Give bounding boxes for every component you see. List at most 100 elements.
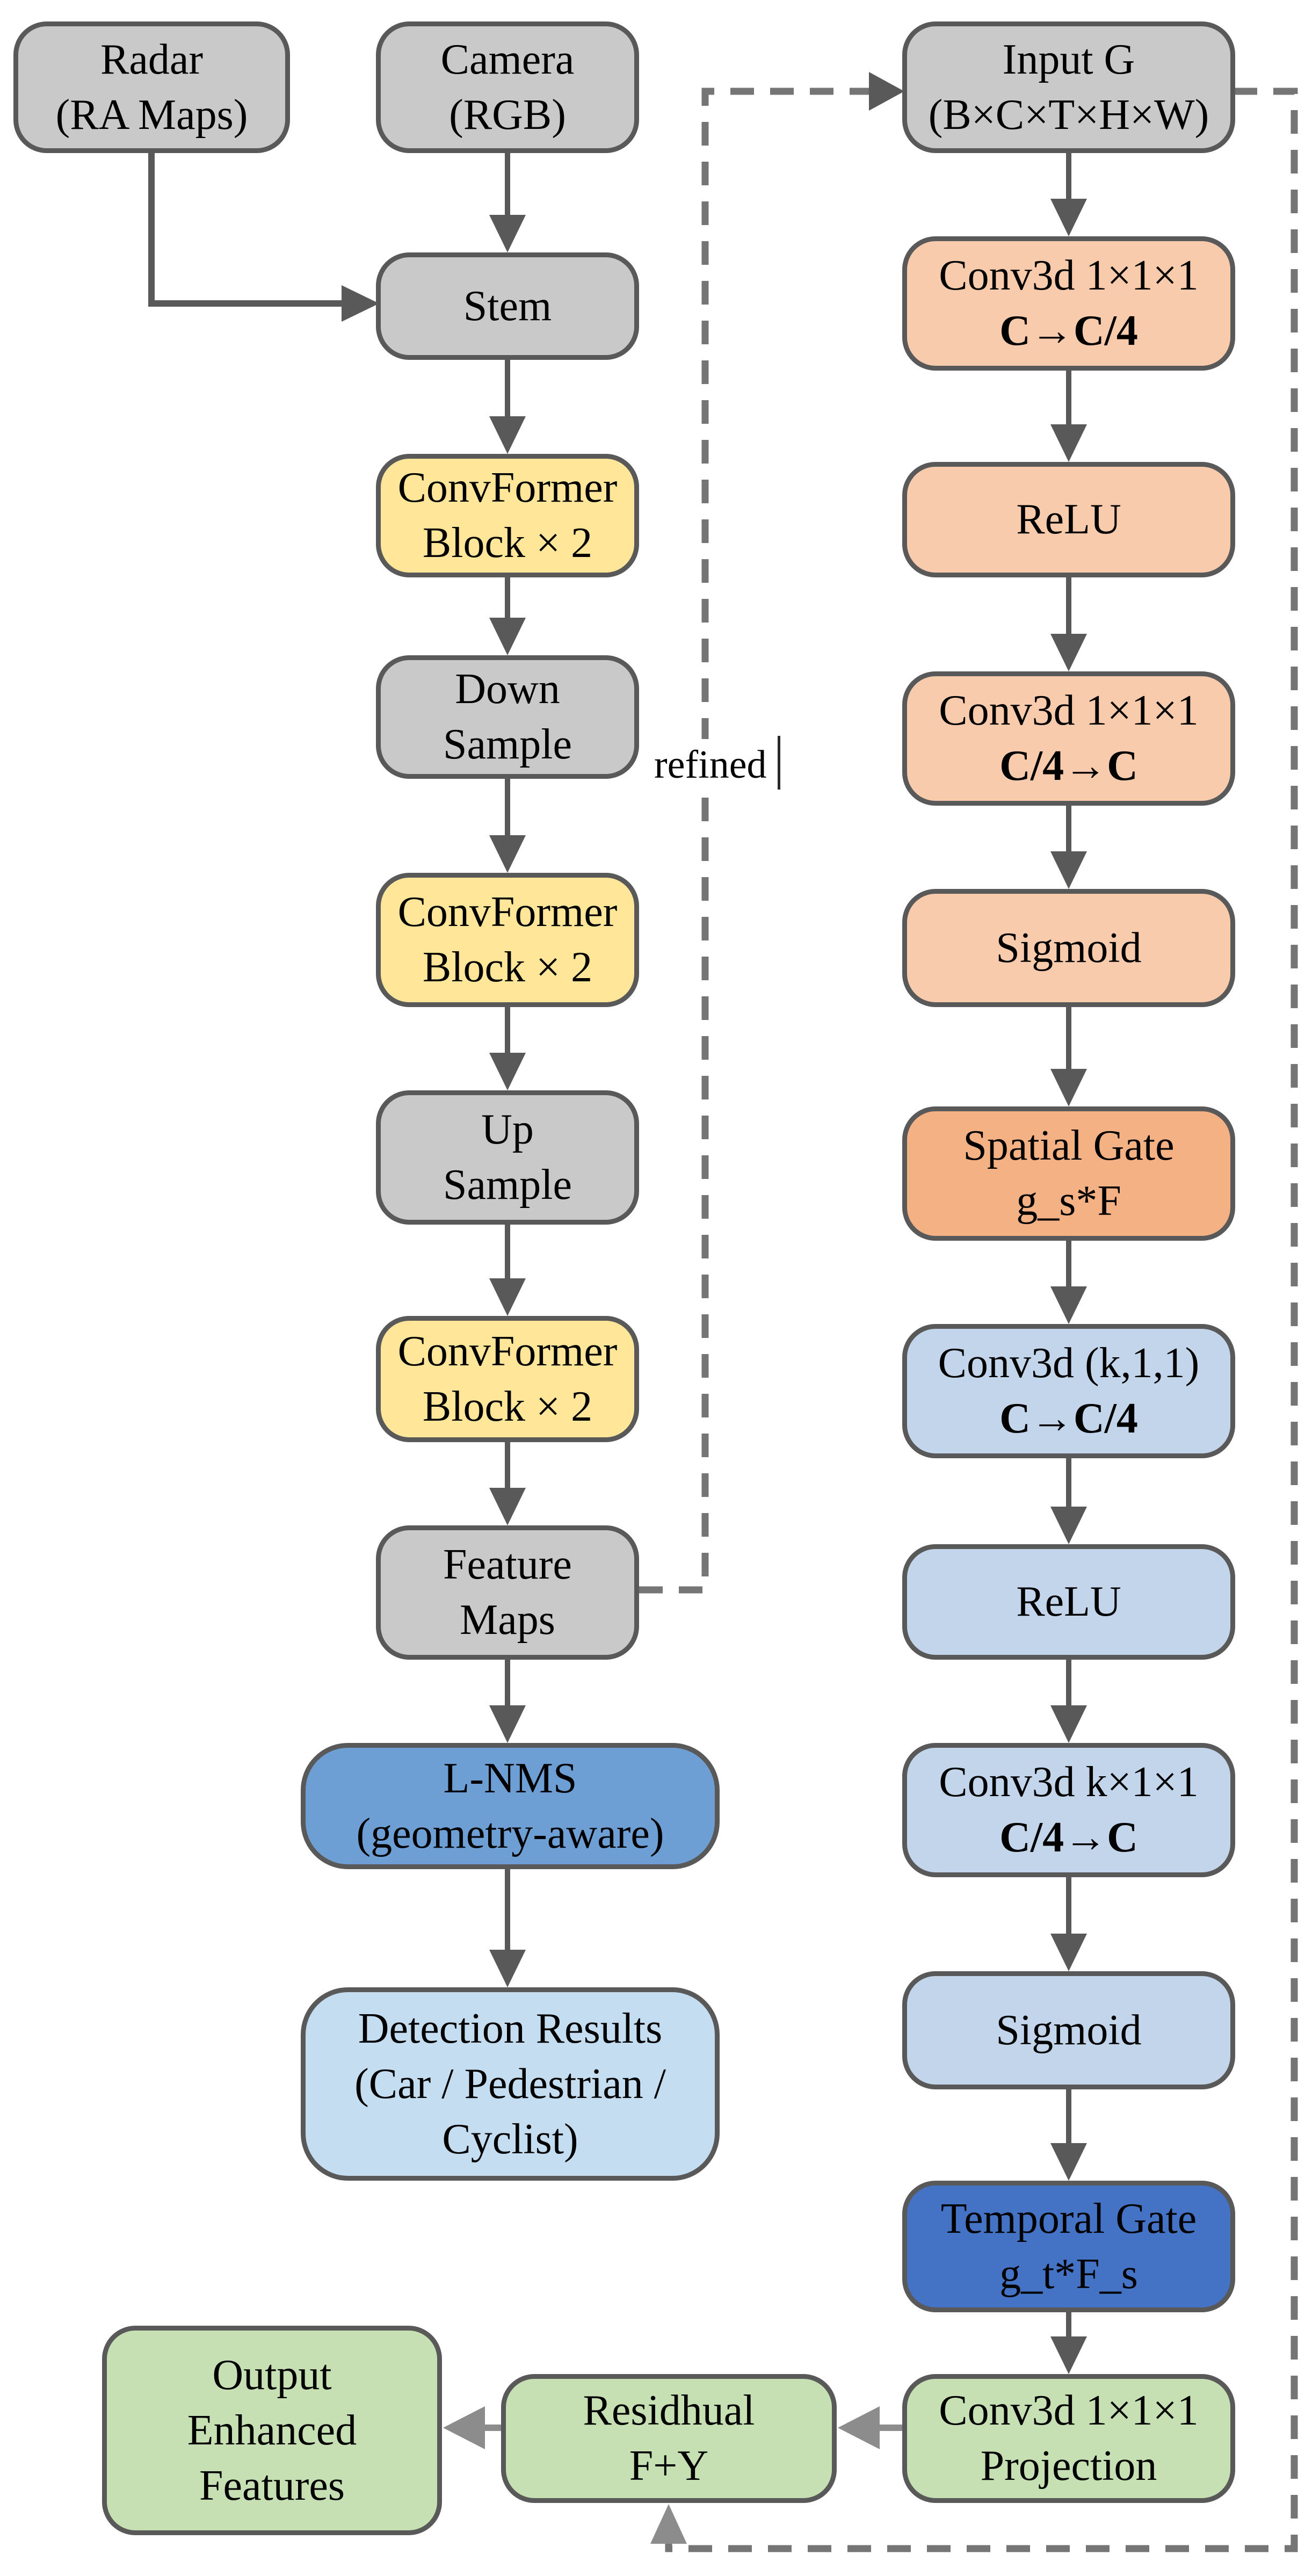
arrow-convexpand-to-sigmoid [1050,806,1087,889]
node-feature-maps: Feature Maps [376,1525,639,1660]
arrow-convtreduce-to-relut [1050,1458,1087,1544]
node-label: L-NMS [443,1754,577,1802]
arrow-projection-to-residual [838,2406,902,2449]
node-label: Temporal Gate [940,2195,1197,2242]
arrow-convformer2-to-upsample [489,1007,526,1090]
node-lnms: L-NMS (geometry-aware) [301,1743,720,1869]
node-stem: Stem [376,252,639,360]
node-sublabel: Block × 2 [422,519,593,567]
arrow-featuremaps-to-lnms [489,1660,526,1743]
arrow-convformer3-to-featuremaps [489,1442,526,1525]
node-sublabel: Projection [980,2442,1157,2490]
node-sublabel: C/4→C [999,742,1138,790]
node-sublabel: (Car / Pedestrian / [354,2060,666,2108]
arrow-radar-to-stem [148,153,379,322]
node-sublabel: Block × 2 [422,944,593,991]
arrow-lnms-to-detection [489,1869,526,1987]
node-sublabel: Sample [443,721,572,768]
node-sigmoid-temporal: Sigmoid [902,1971,1235,2089]
node-convformer-block-3: ConvFormer Block × 2 [376,1316,639,1442]
node-sublabel: Block × 2 [422,1383,593,1430]
arrow-sigmoidt-to-temporalgate [1050,2089,1087,2181]
node-sublabel: C→C/4 [999,307,1138,354]
node-sublabel: g_s*F [1016,1177,1121,1225]
node-label: Detection Results [358,2005,663,2052]
node-label: ConvFormer [397,1327,618,1375]
node-convformer-block-2: ConvFormer Block × 2 [376,873,639,1007]
arrow-relut-to-convtexpand [1050,1660,1087,1743]
arrow-relu-to-convexpand [1050,577,1087,671]
node-upsample: Up Sample [376,1090,639,1225]
arrow-inputg-to-convreduce [1050,153,1087,236]
node-sublabel: (RGB) [449,91,566,139]
node-relu-spatial: ReLU [902,462,1235,577]
node-convformer-block-1: ConvFormer Block × 2 [376,454,639,577]
arrow-temporalgate-to-projection [1050,2312,1087,2374]
node-sublabel: (geometry-aware) [356,1810,664,1857]
arrow-upsample-to-convformer3 [489,1225,526,1316]
node-label: Up [481,1106,534,1153]
node-sublabel: C→C/4 [999,1395,1138,1442]
node-sublabel: Maps [460,1596,555,1644]
node-sublabel: g_t*F_s [999,2250,1138,2298]
dashed-refined-featuremaps-to-inputg [639,72,904,1594]
node-label: Sigmoid [996,924,1142,972]
node-label: Spatial Gate [963,1122,1175,1169]
node-camera: Camera (RGB) [376,21,639,153]
arrow-convreduce-to-relu [1050,371,1087,462]
node-sublabel: (B×C×T×H×W) [928,91,1209,139]
node-label: Down [455,665,560,713]
node-conv3d-temporal-reduce: Conv3d (k,1,1) C→C/4 [902,1324,1235,1458]
node-conv3d-spatial-expand: Conv3d 1×1×1 C/4→C [902,671,1235,806]
node-sublabel: C/4→C [999,1814,1138,1861]
node-conv3d-spatial-reduce: Conv3d 1×1×1 C→C/4 [902,236,1235,371]
arrow-convtexpand-to-sigmoidt [1050,1877,1087,1971]
node-sublabel: F+Y [629,2442,709,2490]
node-sublabel: Sample [443,1161,572,1209]
arrow-downsample-to-convformer2 [489,779,526,873]
node-label: Camera [440,35,575,83]
node-label: Conv3d 1×1×1 [939,687,1199,734]
node-sigmoid-spatial: Sigmoid [902,889,1235,1007]
node-label: Stem [463,282,552,330]
node-label: Conv3d 1×1×1 [939,252,1199,299]
node-label: ConvFormer [397,464,618,511]
node-output-enhanced-features: Output Enhanced Features [102,2326,442,2535]
node-label: Output [212,2351,332,2399]
node-input-g: Input G (B×C×T×H×W) [902,21,1235,153]
arrow-stem-to-convformer1 [489,360,526,454]
node-label: ReLU [1016,496,1121,543]
node-label: Conv3d k×1×1 [939,1759,1199,1806]
node-label: Conv3d 1×1×1 [939,2387,1199,2434]
arrow-camera-to-stem [489,153,526,252]
node-sublabel: Cyclist) [442,2115,578,2163]
node-label: Conv3d (k,1,1) [938,1340,1200,1387]
node-label: Residhual [583,2387,755,2434]
node-temporal-gate: Temporal Gate g_t*F_s [902,2181,1235,2312]
node-downsample: Down Sample [376,655,639,779]
node-label: Radar [100,35,203,83]
node-label: Feature [443,1541,572,1588]
arrow-convformer1-to-downsample [489,577,526,655]
arrow-residual-to-output [443,2406,501,2449]
node-spatial-gate: Spatial Gate g_s*F [902,1106,1235,1241]
node-conv3d-projection: Conv3d 1×1×1 Projection [902,2374,1235,2503]
node-radar: Radar (RA Maps) [13,21,290,153]
text-cursor [778,736,780,790]
node-sublabel: (RA Maps) [55,91,248,139]
arrow-spatialgate-to-convtreduce [1050,1241,1087,1324]
node-label: Sigmoid [996,2006,1142,2054]
node-sublabel: Enhanced [187,2406,357,2454]
node-detection-results: Detection Results (Car / Pedestrian / Cy… [301,1987,720,2181]
node-residual: Residhual F+Y [501,2374,837,2503]
node-conv3d-temporal-expand: Conv3d k×1×1 C/4→C [902,1743,1235,1877]
node-label: ReLU [1016,1578,1121,1625]
node-label: Input G [1002,35,1135,83]
dashed-skip-inputg-to-residual [650,88,1298,2552]
node-sublabel: Features [199,2462,345,2509]
arrow-sigmoid-to-spatialgate [1050,1007,1087,1106]
node-label: ConvFormer [397,888,618,936]
node-relu-temporal: ReLU [902,1544,1235,1660]
